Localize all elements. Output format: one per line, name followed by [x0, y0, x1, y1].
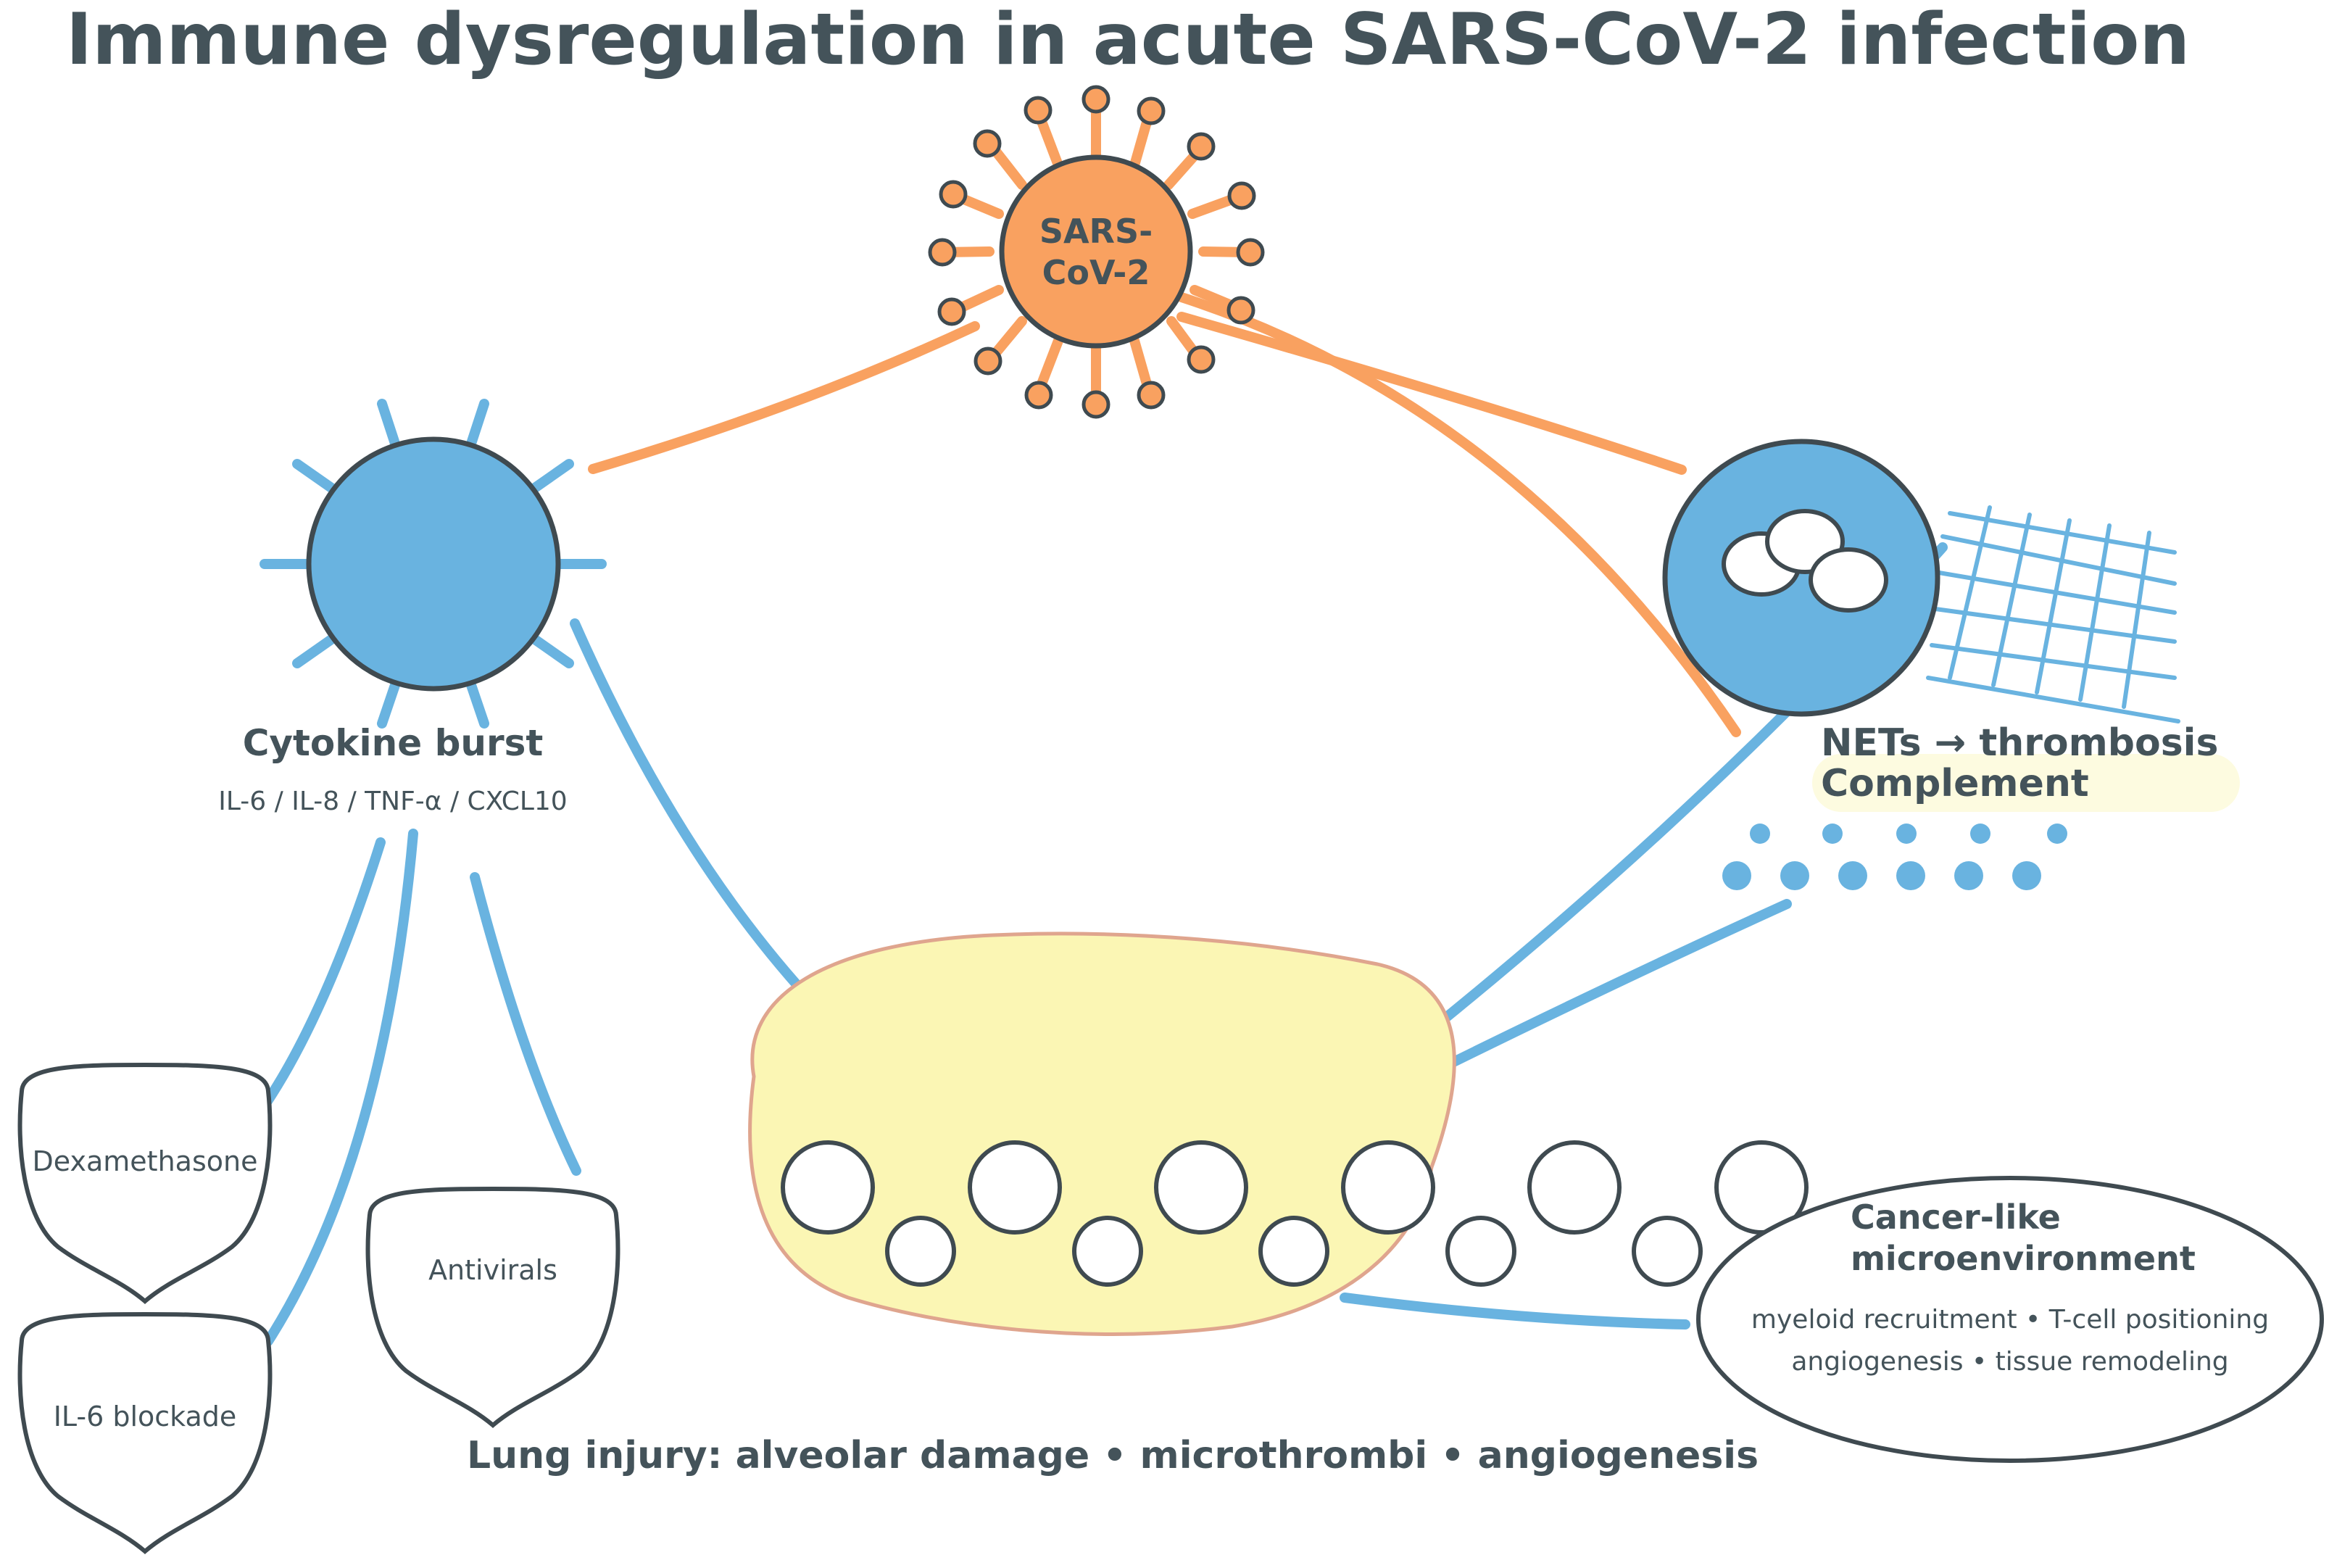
cytokine-cell-body: [306, 436, 561, 692]
dexamethasone-shape: [17, 1062, 273, 1304]
il6-blockade-shape: [17, 1311, 273, 1554]
treatment-dexamethasone: Dexamethasone: [17, 1062, 273, 1304]
complement-label: Complement: [1821, 762, 2089, 805]
lung-region: [748, 932, 1809, 1336]
virus-connectors: [588, 292, 1741, 737]
virus-label-line2: CoV-2: [1042, 253, 1150, 292]
virus-body: [999, 154, 1193, 349]
cytokine-subtitle: IL-6 / IL-8 / TNF-α / CXCL10: [218, 787, 567, 816]
cancer-detail-line2: angiogenesis • tissue remodeling: [1791, 1347, 2228, 1377]
nets-label: NETs → thrombosis: [1821, 721, 2218, 765]
virus-to-nets-line: [1176, 312, 1687, 475]
cytokine-cell: [260, 399, 607, 729]
complement-particles: [1722, 824, 2067, 890]
net-mesh: [1926, 505, 2180, 723]
cytokine-title: Cytokine burst: [243, 722, 544, 764]
cytokine-to-antivirals-line: [470, 872, 581, 1176]
cytokine-to-dexamethasone-line: [258, 837, 386, 1113]
neutrophil: [1662, 439, 1940, 717]
virus: SARS- CoV-2: [928, 85, 1265, 419]
cancer-detail-line1: myeloid recruitment • T-cell positioning: [1751, 1305, 2269, 1335]
virus-label-line1: SARS-: [1039, 212, 1153, 251]
lung-caption: Lung injury: alveolar damage • microthro…: [467, 1434, 1759, 1477]
cytokine-spikes: [260, 399, 607, 729]
complement-highlight: [1812, 754, 2240, 812]
virus-to-cytokine-line: [588, 321, 980, 474]
lung-to-cancer-line: [1340, 1293, 1690, 1330]
cancer-title-line2: microenvironment: [1851, 1239, 2196, 1278]
neutrophil-nucleus: [1722, 509, 1888, 613]
virus-to-thrombosis-line: [1176, 292, 1741, 737]
dexamethasone-label: Dexamethasone: [33, 1145, 258, 1177]
virus-spike-tips: [928, 85, 1265, 419]
il6-blockade-label: IL-6 blockade: [54, 1401, 237, 1432]
treatment-antivirals: Antivirals: [365, 1186, 620, 1428]
cancer-title-line1: Cancer-like: [1851, 1198, 2061, 1237]
page-title: Immune dysregulation in acute SARS-CoV-2…: [66, 0, 2190, 81]
antivirals-shape: [365, 1186, 620, 1428]
neutrophil-body: [1662, 439, 1940, 717]
antivirals-label: Antivirals: [428, 1254, 557, 1286]
cancer-ellipse: [1696, 1176, 2324, 1463]
treatment-il6-blockade: IL-6 blockade: [17, 1311, 273, 1554]
cytokine-to-il6-line: [263, 829, 418, 1346]
alveoli: [781, 1140, 1809, 1287]
cancer-microenvironment: Cancer-like microenvironment myeloid rec…: [1696, 1176, 2324, 1463]
